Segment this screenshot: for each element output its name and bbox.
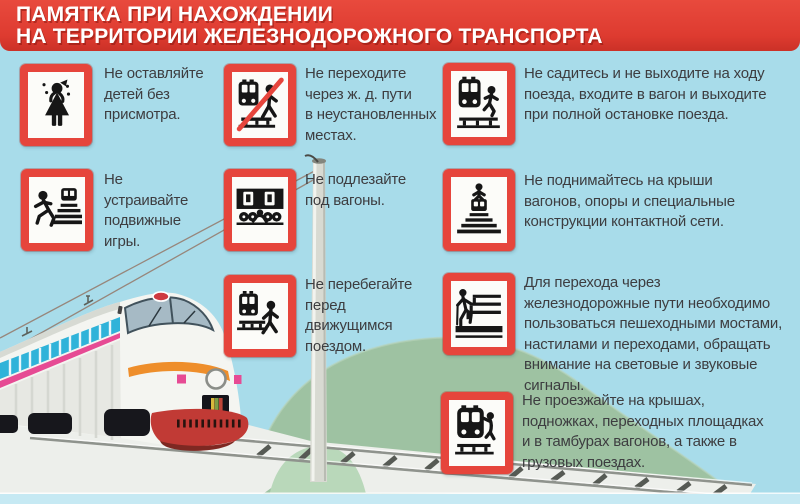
prohibition-slash: [236, 77, 284, 132]
rule-text-no-running-before-train: Не перебегайте перед движущимся поездом.: [305, 276, 413, 355]
train-roof: [0, 302, 120, 358]
sign-frame-inner: [449, 400, 505, 466]
climb-roof-icon: [457, 183, 501, 234]
pantograph: [83, 295, 94, 306]
rule-text-unattended-children: Не оставляйте детей без присмотра.: [104, 65, 204, 123]
sign-no-games: [21, 169, 93, 251]
sign-frame-inner: [28, 72, 84, 138]
rule-text-use-footbridge: Для перехода через железнодорожные пути …: [524, 274, 783, 394]
rule-text-no-games: Не устраивайте подвижные игры.: [104, 171, 189, 250]
sign-no-crawling-under-wagons: [224, 169, 296, 251]
poster-title-line1: ПАМЯТКА ПРИ НАХОЖДЕНИИ: [16, 3, 334, 26]
sign-frame-inner: [451, 281, 507, 347]
pilot: [150, 408, 249, 447]
pink-stripe: [0, 333, 120, 388]
sign-no-climbing-roofs: [443, 169, 515, 251]
railway-track: [0, 402, 756, 504]
rule-text-no-boarding-moving-train: Не садитесь и не выходите на ходу поезда…: [524, 65, 767, 123]
bottom-strip: [0, 494, 800, 504]
sign-frame-inner: [29, 177, 85, 243]
sign-frame-inner: [232, 283, 288, 349]
crying-child-icon: [42, 79, 71, 126]
porthole: [205, 368, 227, 390]
sign-no-running-before-train: [224, 275, 296, 357]
sign-unattended-children: [20, 64, 92, 146]
rule-text-no-crawling: Не подлезайте под вагоны.: [305, 171, 407, 209]
crawl-under-wagon-icon: [236, 188, 284, 225]
rule-text-no-crossing: Не переходите через ж. д. пути в неустан…: [305, 65, 437, 144]
jump-off-train-icon: [457, 76, 500, 129]
orange-stripe: [128, 361, 230, 381]
ride-outside-icon: [455, 405, 496, 455]
poster-title-banner: ПАМЯТКА ПРИ НАХОЖДЕНИИ НА ТЕРРИТОРИИ ЖЕЛ…: [0, 0, 800, 51]
running-games-icon: [33, 188, 82, 227]
train-illustration: [0, 291, 249, 451]
poster-title-line2: НА ТЕРРИТОРИИ ЖЕЛЕЗНОДОРОЖНОГО ТРАНСПОРТ…: [16, 25, 603, 48]
sign-frame-inner: [232, 177, 288, 243]
catenary-pole: [304, 154, 327, 482]
sign-no-riding-outside: [441, 392, 513, 474]
footbridge-icon: [455, 289, 503, 338]
rule-text-no-climbing-roofs: Не поднимайтесь на крыши вагонов, опоры …: [524, 172, 735, 230]
rule-text-no-riding-outside: Не проезжайте на крышах, подножках, пере…: [522, 392, 764, 471]
sign-no-boarding-moving-train: [443, 63, 515, 145]
no-crossing-icon: [236, 77, 284, 132]
run-before-train-icon: [237, 291, 279, 335]
sign-frame-inner: [451, 71, 507, 137]
sign-frame-inner: [451, 177, 507, 243]
sign-frame-inner: [232, 72, 288, 138]
sign-use-footbridge: [443, 273, 515, 355]
sign-no-crossing: [224, 64, 296, 146]
headlight: [152, 291, 170, 302]
